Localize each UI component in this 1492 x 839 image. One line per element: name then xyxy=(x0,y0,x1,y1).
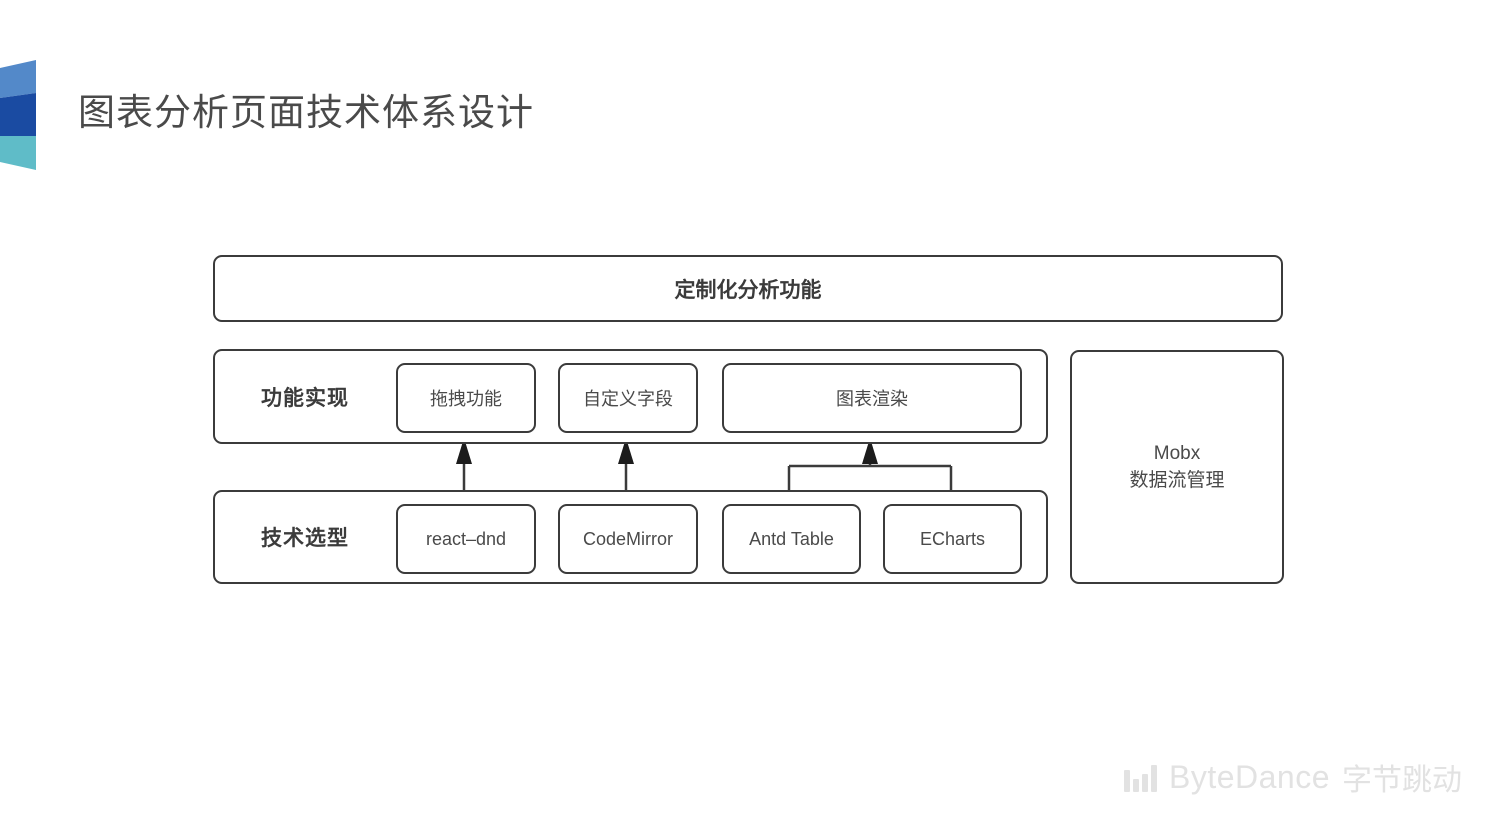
node-antd-table[interactable]: Antd Table xyxy=(722,504,861,574)
bytedance-brand-watermark: ByteDance 字节跳动 xyxy=(1123,755,1462,799)
logo-band-top xyxy=(0,60,36,98)
layer-tech-selection: 技术选型 react–dnd CodeMirror Antd Table ECh… xyxy=(213,490,1048,584)
brand-name-en: ByteDance xyxy=(1168,758,1330,795)
row-label-tech-selection: 技术选型 xyxy=(261,527,349,550)
page-title: 图表分析页面技术体系设计 xyxy=(78,92,534,133)
layer-function-implementation: 功能实现 拖拽功能 自定义字段 图表渲染 xyxy=(213,349,1048,444)
node-custom-field[interactable]: 自定义字段 xyxy=(558,363,698,433)
slide-logo-mark xyxy=(0,60,42,170)
brand-name-cn: 字节跳动 xyxy=(1342,764,1462,797)
node-codemirror[interactable]: CodeMirror xyxy=(558,504,698,574)
logo-band-middle xyxy=(0,93,36,136)
node-react-dnd[interactable]: react–dnd xyxy=(396,504,536,574)
node-chart-render[interactable]: 图表渲染 xyxy=(722,363,1022,433)
node-echarts[interactable]: ECharts xyxy=(883,504,1022,574)
row-label-function-implementation: 功能实现 xyxy=(261,386,349,410)
panel-mobx-line1: Mobx xyxy=(1153,443,1201,464)
panel-mobx-line2: 数据流管理 xyxy=(1129,470,1225,491)
layer-customized-analysis[interactable]: 定制化分析功能 xyxy=(213,255,1283,322)
bar-chart-icon xyxy=(1123,762,1157,792)
panel-mobx-state-management[interactable]: Mobx 数据流管理 xyxy=(1070,350,1284,584)
logo-band-bottom xyxy=(0,136,36,170)
node-drag-feature[interactable]: 拖拽功能 xyxy=(396,363,536,433)
